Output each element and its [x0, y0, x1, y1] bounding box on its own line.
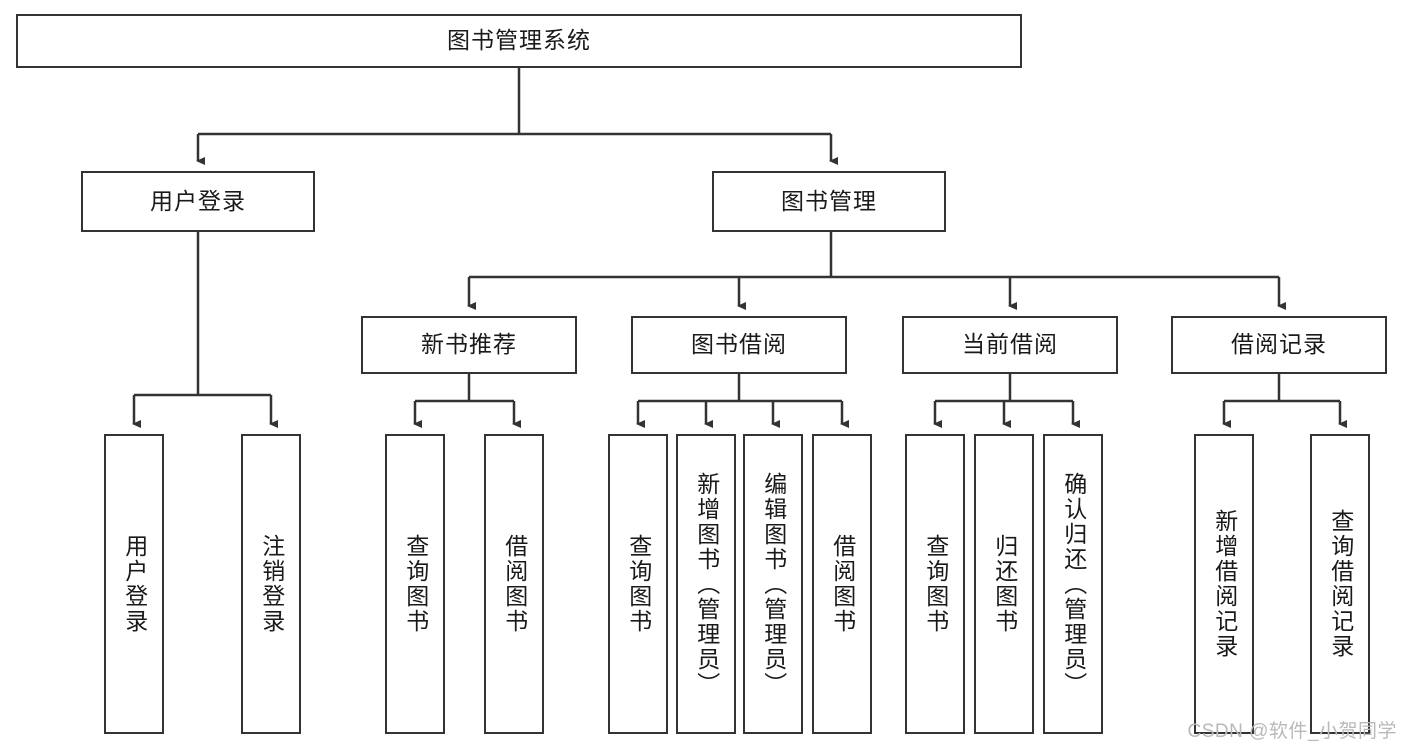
node-root[interactable]: 图书管理系统: [16, 14, 1022, 68]
node-leaf-query-book-2-label: 查询图书: [625, 534, 652, 634]
node-leaf-confirm-return-admin[interactable]: 确认归还（管理员）: [1043, 434, 1103, 734]
node-leaf-query-book-3-label: 查询图书: [922, 534, 949, 634]
node-leaf-add-book-admin-label: 新增图书（管理员）: [693, 471, 720, 697]
node-leaf-add-record-label: 新增借阅记录: [1211, 509, 1238, 659]
node-leaf-edit-book-admin-label: 编辑图书（管理员）: [760, 471, 787, 697]
node-leaf-user-login[interactable]: 用户登录: [104, 434, 164, 734]
node-leaf-borrow-book-1-label: 借阅图书: [501, 534, 528, 634]
node-user-login-label: 用户登录: [150, 187, 246, 214]
node-leaf-edit-book-admin[interactable]: 编辑图书（管理员）: [743, 434, 803, 734]
node-book-manage-label: 图书管理: [781, 187, 877, 214]
node-leaf-borrow-book-1[interactable]: 借阅图书: [484, 434, 544, 734]
node-current-borrow[interactable]: 当前借阅: [902, 316, 1118, 374]
node-leaf-user-login-label: 用户登录: [121, 534, 148, 634]
node-leaf-borrow-book-2[interactable]: 借阅图书: [812, 434, 872, 734]
node-user-login[interactable]: 用户登录: [81, 171, 315, 232]
node-new-book-rec[interactable]: 新书推荐: [361, 316, 577, 374]
node-leaf-logout-label: 注销登录: [258, 534, 285, 634]
node-borrow-record-label: 借阅记录: [1231, 331, 1327, 358]
node-leaf-query-book-3[interactable]: 查询图书: [905, 434, 965, 734]
node-leaf-add-book-admin[interactable]: 新增图书（管理员）: [676, 434, 736, 734]
node-leaf-return-book-label: 归还图书: [991, 534, 1018, 634]
node-root-label: 图书管理系统: [447, 27, 591, 54]
node-new-book-rec-label: 新书推荐: [421, 331, 517, 358]
node-book-manage[interactable]: 图书管理: [712, 171, 946, 232]
node-leaf-logout[interactable]: 注销登录: [241, 434, 301, 734]
node-leaf-query-record[interactable]: 查询借阅记录: [1310, 434, 1370, 734]
node-leaf-confirm-return-admin-label: 确认归还（管理员）: [1060, 471, 1087, 697]
node-leaf-query-book-1[interactable]: 查询图书: [385, 434, 445, 734]
node-book-borrow-label: 图书借阅: [691, 331, 787, 358]
csdn-watermark: CSDN @软件_小贺同学: [1187, 721, 1397, 742]
node-leaf-query-record-label: 查询借阅记录: [1327, 509, 1354, 659]
node-leaf-query-book-1-label: 查询图书: [402, 534, 429, 634]
node-current-borrow-label: 当前借阅: [962, 331, 1058, 358]
node-leaf-add-record[interactable]: 新增借阅记录: [1194, 434, 1254, 734]
node-leaf-borrow-book-2-label: 借阅图书: [829, 534, 856, 634]
node-borrow-record[interactable]: 借阅记录: [1171, 316, 1387, 374]
node-leaf-return-book[interactable]: 归还图书: [974, 434, 1034, 734]
node-leaf-query-book-2[interactable]: 查询图书: [608, 434, 668, 734]
node-book-borrow[interactable]: 图书借阅: [631, 316, 847, 374]
